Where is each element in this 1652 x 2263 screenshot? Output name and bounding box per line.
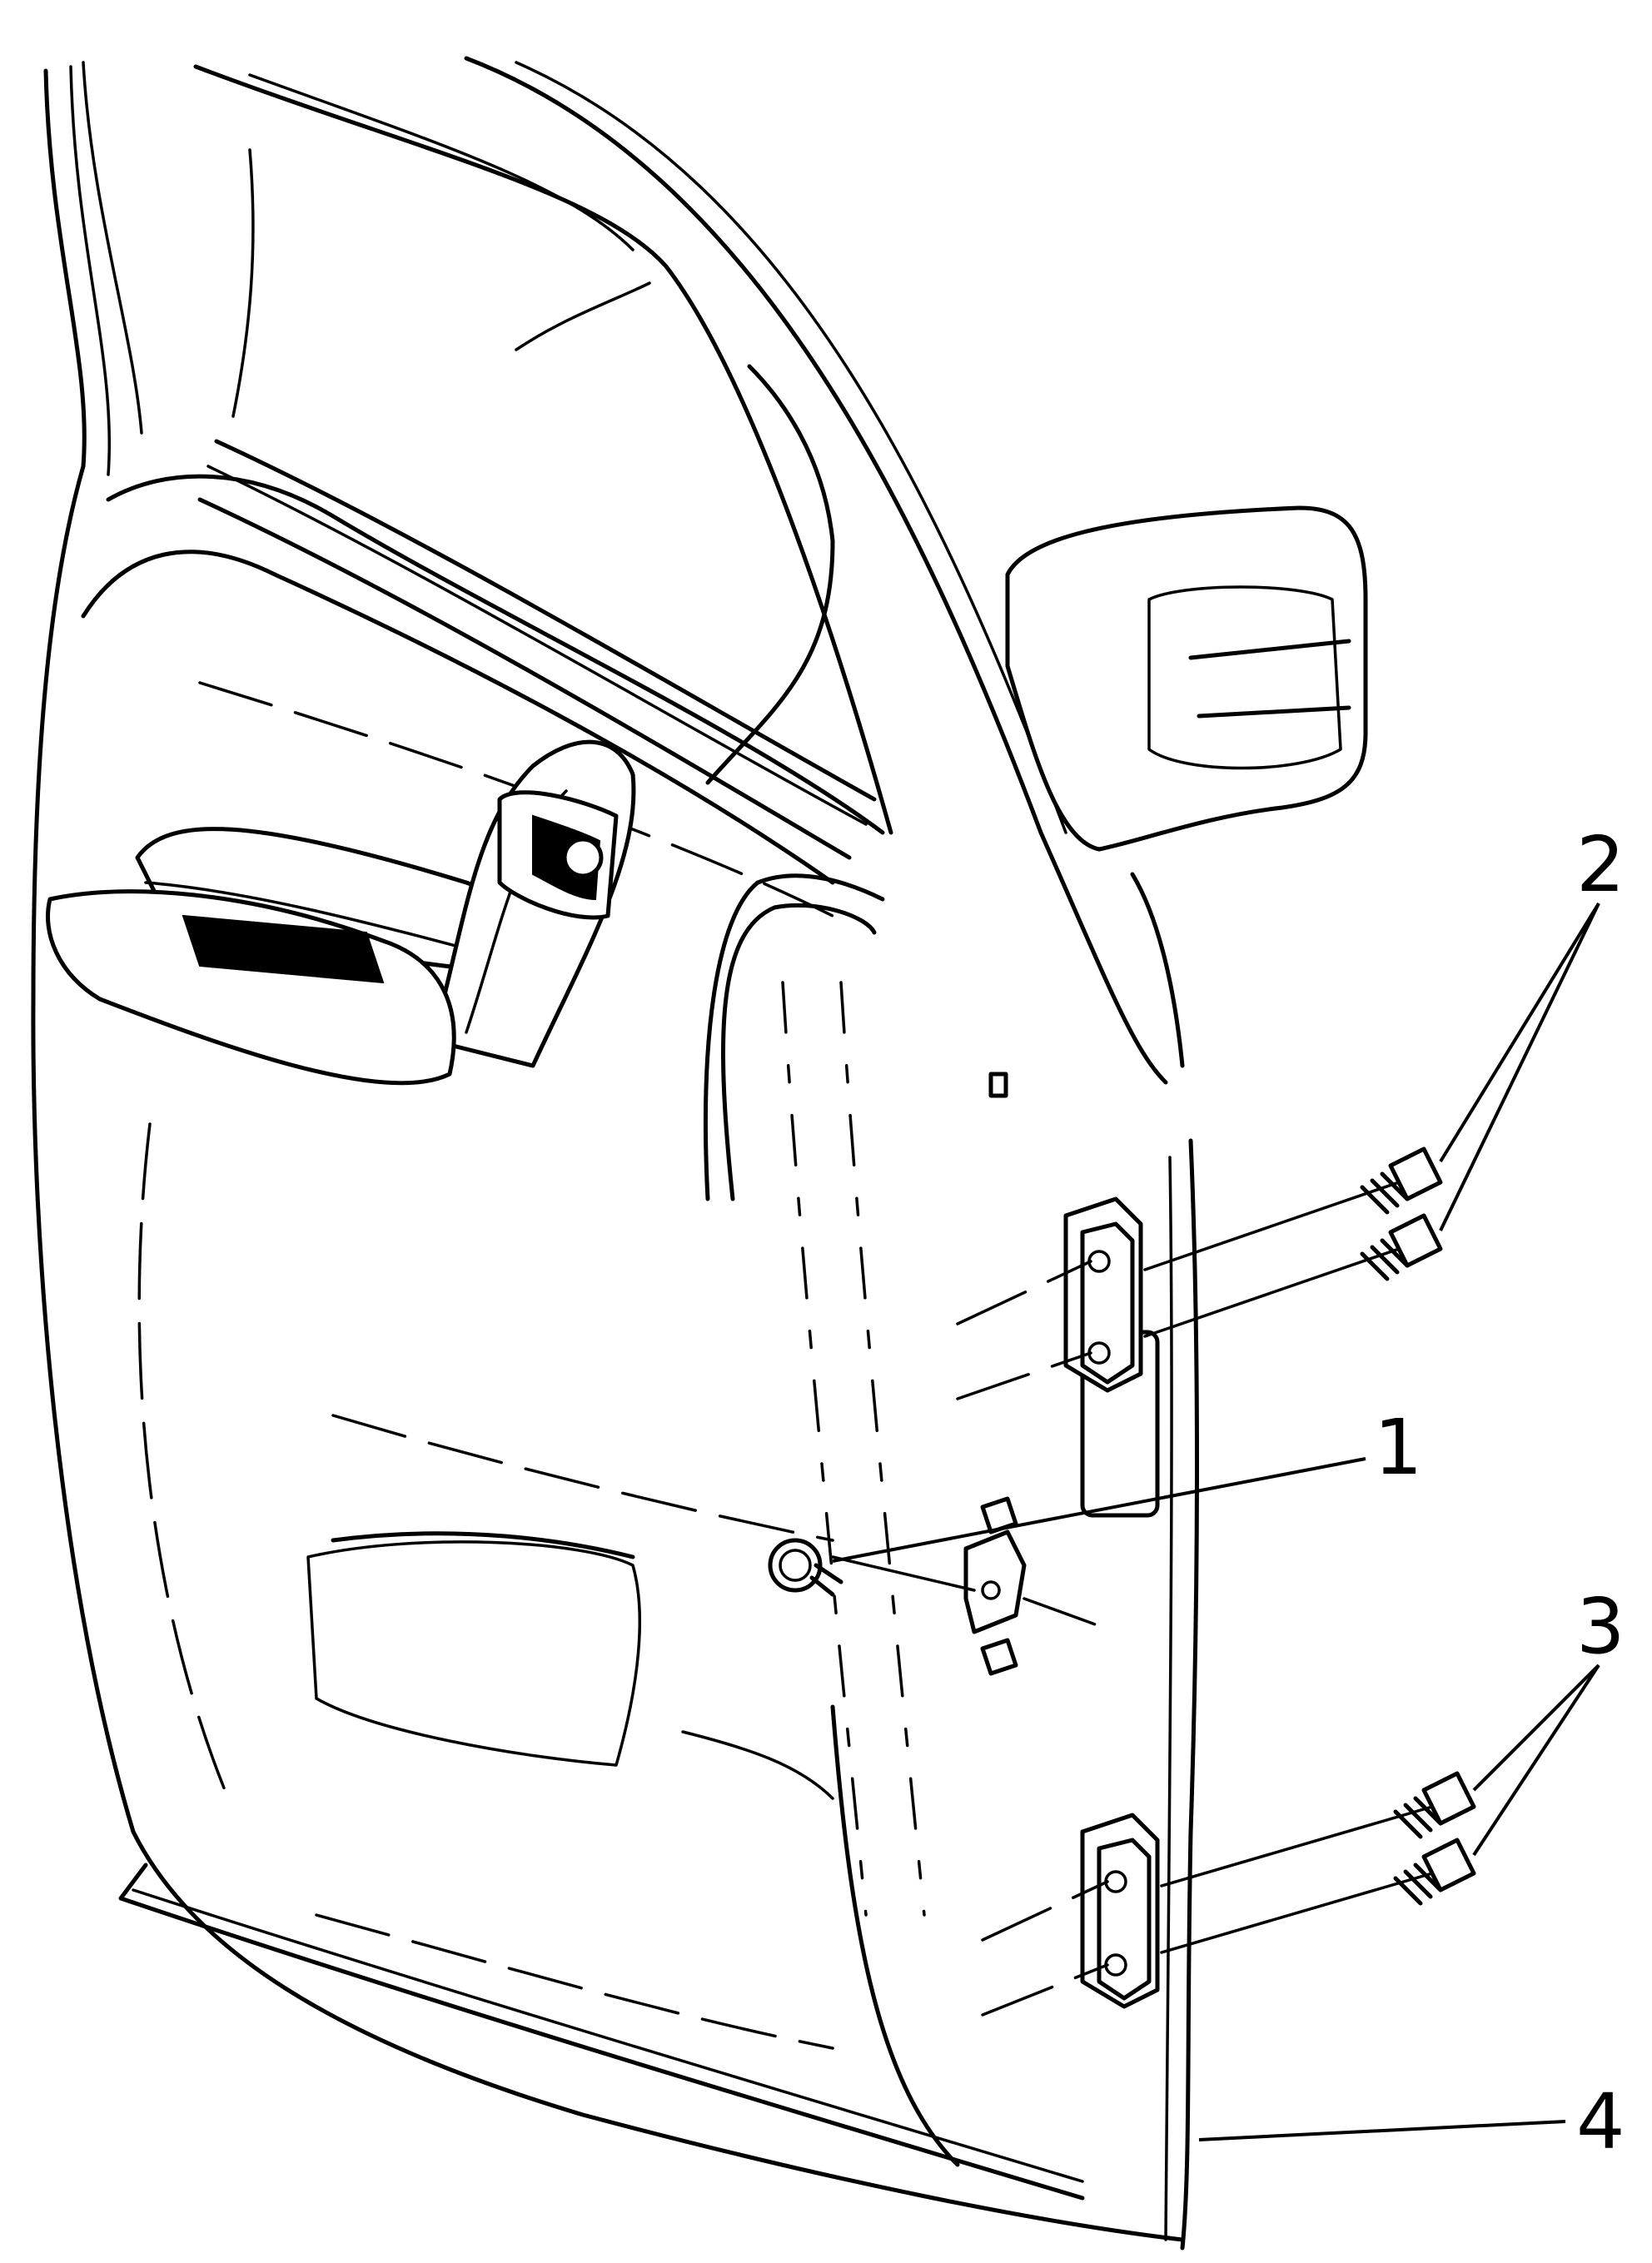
leader-1	[832, 1457, 1366, 1563]
leader-2a	[1439, 902, 1600, 1163]
door-shell	[31, 56, 1199, 2251]
panel-tab	[988, 1072, 1008, 1098]
lower-bolt-top	[1393, 1771, 1476, 1839]
leader-3b	[1472, 1664, 1600, 1857]
check-strap-bolt	[768, 1538, 843, 1597]
check-strap	[831, 1496, 1117, 1676]
callout-4: 4	[1576, 2077, 1625, 2166]
leader-3a	[1472, 1664, 1600, 1792]
lower-hinge	[981, 1805, 1434, 2017]
lower-bolt-bottom	[1393, 1838, 1476, 1906]
leader-2b	[1439, 903, 1600, 1231]
leader-lines	[832, 902, 1600, 2141]
callout-1: 1	[1374, 1403, 1423, 1492]
leader-4	[1198, 2120, 1566, 2141]
callout-labels: 1 2 3 4	[1374, 820, 1625, 2166]
upper-bolt-bottom	[1360, 1213, 1443, 1281]
side-mirror	[1005, 505, 1368, 1068]
upper-bolt-top	[1360, 1146, 1443, 1215]
upper-hinge	[956, 1181, 1401, 1400]
callout-3: 3	[1576, 1582, 1625, 1671]
callout-2: 2	[1576, 820, 1625, 909]
trim-panel	[46, 474, 1160, 2167]
